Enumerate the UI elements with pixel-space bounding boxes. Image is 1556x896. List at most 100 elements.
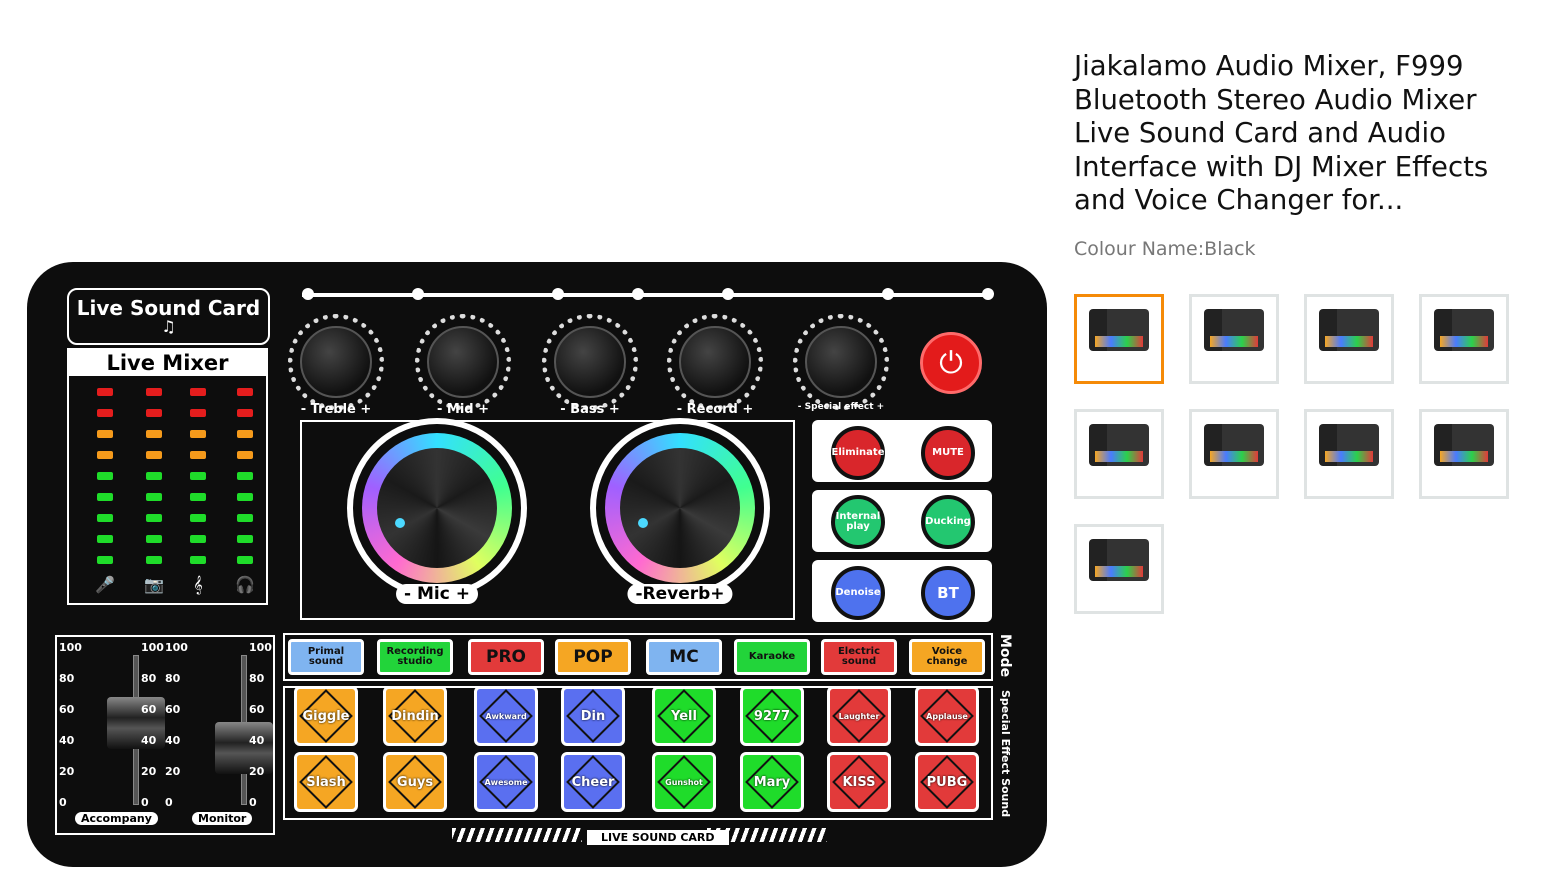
power-button[interactable]: ⏻	[920, 332, 982, 394]
monitor-fader[interactable]	[215, 722, 273, 774]
mode-electric-sound[interactable]: Electric sound	[821, 639, 897, 675]
scale-tick: 0	[165, 796, 173, 809]
mode-mc[interactable]: MC	[646, 639, 722, 675]
effect-pad-cheer[interactable]: Cheer	[561, 752, 625, 812]
scale-tick: 0	[59, 796, 67, 809]
effect-label: Din	[580, 708, 606, 724]
effect-label: Mary	[753, 774, 791, 790]
button-label: Denoise	[835, 587, 881, 598]
effect-pad-9277[interactable]: 9277	[740, 686, 804, 746]
thumbnail-6[interactable]	[1189, 409, 1279, 499]
decorative-dot	[552, 288, 564, 300]
reverb-knob[interactable]	[590, 418, 770, 598]
effect-pad-slash[interactable]: Slash	[294, 752, 358, 812]
music-clef-icon: 𝄞	[193, 575, 203, 594]
effect-label: Guys	[396, 774, 434, 790]
vu-led	[97, 430, 113, 438]
mode-label: PRO	[485, 647, 526, 667]
effect-pad-gunshot[interactable]: Gunshot	[652, 752, 716, 812]
vu-led	[237, 451, 253, 459]
effect-pad-guys[interactable]: Guys	[383, 752, 447, 812]
effect-pad-pubg[interactable]: PUBG	[915, 752, 979, 812]
effect-label: Gunshot	[665, 777, 703, 787]
vu-led	[190, 451, 206, 459]
vu-led	[146, 451, 162, 459]
mode-recording-studio[interactable]: Recording studio	[377, 639, 453, 675]
effect-pad-giggle[interactable]: Giggle	[294, 686, 358, 746]
button-bt[interactable]: BT	[921, 566, 975, 620]
knob-0[interactable]	[288, 314, 384, 410]
thumbnail-1[interactable]	[1074, 294, 1164, 384]
vu-led	[190, 388, 206, 396]
button-mute[interactable]: MUTE	[921, 426, 975, 480]
vu-led	[97, 472, 113, 480]
scale-tick: 20	[59, 765, 75, 778]
decorative-line	[302, 288, 994, 300]
scale-tick: 60	[59, 703, 75, 716]
live-mixer-title: Live Mixer	[69, 350, 266, 376]
button-denoise[interactable]: Denoise	[831, 566, 885, 620]
effect-pad-din[interactable]: Din	[561, 686, 625, 746]
effect-pad-awkward[interactable]: Awkward	[474, 686, 538, 746]
mode-pop[interactable]: POP	[555, 639, 631, 675]
vu-led	[146, 556, 162, 564]
knob-1[interactable]	[415, 314, 511, 410]
scale-tick: 20	[249, 765, 265, 778]
vu-led	[97, 451, 113, 459]
button-internal-play[interactable]: Internal play	[831, 495, 885, 549]
mode-pro[interactable]: PRO	[468, 639, 544, 675]
scale-tick: 80	[249, 672, 265, 685]
scale-tick: 0	[141, 796, 149, 809]
knob-label: - Treble +	[300, 402, 372, 417]
button-label: MUTE	[932, 447, 964, 458]
effect-pad-laughter[interactable]: Laughter	[827, 686, 891, 746]
scale-tick: 20	[165, 765, 181, 778]
vu-led	[97, 388, 113, 396]
decorative-dot	[722, 288, 734, 300]
effect-pad-dindin[interactable]: Dindin	[383, 686, 447, 746]
scale-tick: 60	[141, 703, 157, 716]
thumbnail-3[interactable]	[1304, 294, 1394, 384]
vu-led	[237, 556, 253, 564]
effect-label: KISS	[842, 774, 876, 790]
camera-icon: 📷	[144, 575, 164, 594]
knob-2[interactable]	[542, 314, 638, 410]
mode-voice-change[interactable]: Voice change	[909, 639, 985, 675]
vu-led	[190, 430, 206, 438]
decorative-stripes	[707, 828, 827, 842]
thumbnail-2[interactable]	[1189, 294, 1279, 384]
thumbnail-8[interactable]	[1419, 409, 1509, 499]
mode-primal-sound[interactable]: Primal sound	[288, 639, 364, 675]
thumbnail-image	[1089, 539, 1149, 581]
button-eliminate[interactable]: Eliminate	[831, 426, 885, 480]
knob-4[interactable]	[793, 314, 889, 410]
thumbnail-5[interactable]	[1074, 409, 1164, 499]
product-title: Jiakalamo Audio Mixer, F999 Bluetooth St…	[1074, 50, 1489, 216]
thumbnail-image	[1204, 424, 1264, 466]
mode-panel	[283, 633, 993, 681]
knob-3[interactable]	[667, 314, 763, 410]
thumbnail-7[interactable]	[1304, 409, 1394, 499]
scale-tick: 40	[249, 734, 265, 747]
effect-pad-yell[interactable]: Yell	[652, 686, 716, 746]
scale-tick: 100	[165, 641, 188, 654]
effect-pad-applause[interactable]: Applause	[915, 686, 979, 746]
thumbnail-image	[1089, 424, 1149, 466]
big-knob-panel	[300, 420, 795, 620]
mode-label: Karaoke	[748, 651, 796, 662]
button-ducking[interactable]: Ducking	[921, 495, 975, 549]
vu-led	[190, 556, 206, 564]
scale-tick: 80	[141, 672, 157, 685]
effect-pad-awesome[interactable]: Awesome	[474, 752, 538, 812]
product-image-mixer[interactable]: Live Sound Card♫ Live Mixer 🎤📷𝄞🎧 ⏻ Accom…	[27, 262, 1047, 867]
effect-pad-kiss[interactable]: KISS	[827, 752, 891, 812]
accompany-fader[interactable]	[107, 697, 165, 749]
thumbnail-4[interactable]	[1419, 294, 1509, 384]
effect-pad-mary[interactable]: Mary	[740, 752, 804, 812]
thumbnail-9[interactable]	[1074, 524, 1164, 614]
vu-led	[237, 514, 253, 522]
decorative-stripes	[452, 828, 582, 842]
mic-knob[interactable]	[347, 418, 527, 598]
mode-karaoke[interactable]: Karaoke	[734, 639, 810, 675]
decorative-dot	[882, 288, 894, 300]
